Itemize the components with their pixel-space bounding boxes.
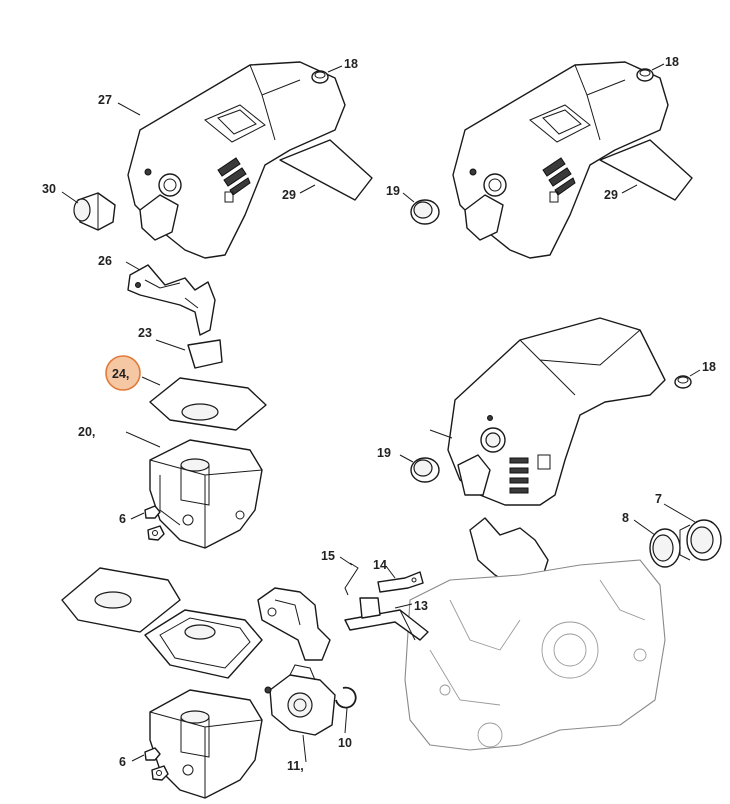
shroud-right-middle[interactable] bbox=[447, 317, 666, 506]
knob-30[interactable] bbox=[73, 192, 116, 231]
filter-housing-lower[interactable] bbox=[149, 689, 263, 799]
filter-lower[interactable] bbox=[61, 567, 181, 633]
filter-frame-lower[interactable] bbox=[144, 609, 263, 679]
crankcase-ghost bbox=[404, 559, 666, 751]
callout-19-b: 19 bbox=[377, 446, 391, 460]
plug-18-middle[interactable] bbox=[674, 375, 692, 389]
callout-26: 26 bbox=[98, 254, 112, 268]
rod-15[interactable] bbox=[344, 562, 359, 596]
carburetor-11[interactable] bbox=[264, 664, 336, 736]
nut-6-bottom[interactable] bbox=[144, 747, 169, 781]
plug-18-left[interactable] bbox=[311, 70, 329, 84]
callout-24: 24, bbox=[112, 367, 129, 381]
carb-bracket[interactable] bbox=[257, 587, 331, 661]
intake-flange-7[interactable] bbox=[679, 519, 722, 561]
callout-18-c: 18 bbox=[702, 360, 716, 374]
callout-30: 30 bbox=[42, 182, 56, 196]
callout-11: 11, bbox=[287, 759, 304, 773]
cap-19-top[interactable] bbox=[410, 199, 440, 225]
panel-29-right[interactable] bbox=[599, 139, 693, 201]
callout-23: 23 bbox=[138, 326, 152, 340]
callout-18-b: 18 bbox=[665, 55, 679, 69]
callout-15: 15 bbox=[321, 549, 335, 563]
callout-27: 27 bbox=[98, 93, 112, 107]
nut-6-top[interactable] bbox=[144, 505, 165, 541]
bracket-26[interactable] bbox=[127, 264, 216, 336]
shroud-top-right[interactable] bbox=[452, 61, 669, 259]
panel-29-left[interactable] bbox=[279, 139, 373, 201]
callout-29-a: 29 bbox=[282, 188, 296, 202]
clip-23[interactable] bbox=[187, 339, 223, 369]
filter-housing-20[interactable] bbox=[149, 439, 263, 549]
callout-8: 8 bbox=[622, 511, 629, 525]
callout-24-highlight[interactable] bbox=[105, 355, 141, 391]
shroud-27[interactable] bbox=[127, 61, 346, 259]
callout-6-b: 6 bbox=[119, 755, 126, 769]
cap-19-middle[interactable] bbox=[410, 457, 440, 483]
callout-13: 13 bbox=[414, 599, 428, 613]
seal-ring-8[interactable] bbox=[649, 528, 681, 568]
plug-18-right[interactable] bbox=[636, 68, 654, 82]
circlip-10[interactable] bbox=[335, 686, 357, 709]
callout-6-a: 6 bbox=[119, 512, 126, 526]
callout-29-b: 29 bbox=[604, 188, 618, 202]
callout-14: 14 bbox=[373, 558, 387, 572]
callout-10: 10 bbox=[338, 736, 352, 750]
callout-20: 20, bbox=[78, 425, 95, 439]
shaft-13[interactable] bbox=[344, 597, 429, 641]
baffle-plate[interactable] bbox=[469, 517, 549, 591]
callout-19-a: 19 bbox=[386, 184, 400, 198]
filter-24[interactable] bbox=[149, 377, 267, 431]
callout-18-a: 18 bbox=[344, 57, 358, 71]
callout-7: 7 bbox=[655, 492, 662, 506]
lever-14[interactable] bbox=[377, 571, 424, 593]
